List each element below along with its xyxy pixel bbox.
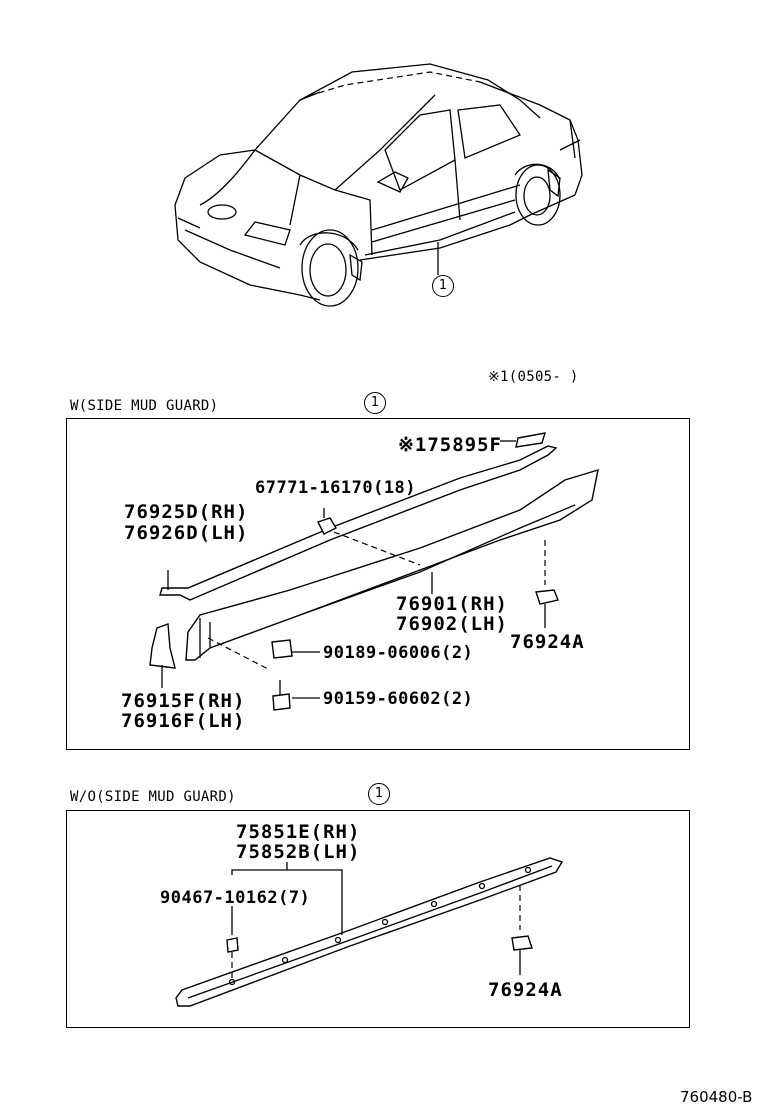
part-76925D: 76925D(RH) bbox=[124, 501, 249, 523]
figure-code: 760480-B bbox=[680, 1088, 753, 1106]
part-90159: 90159-60602(2) bbox=[323, 689, 474, 709]
rocker-moulding-wo bbox=[175, 857, 564, 1007]
nut-76924A bbox=[535, 589, 559, 605]
production-note: ※1(0505- ) bbox=[488, 369, 579, 385]
bolt-90159 bbox=[272, 693, 291, 711]
rocker-strip bbox=[159, 445, 558, 601]
rocker-moulding bbox=[185, 468, 599, 661]
part-76916F: 76916F(LH) bbox=[121, 710, 246, 732]
part-175895F: ※175895F bbox=[398, 434, 502, 456]
part-76915F: 76915F(RH) bbox=[121, 690, 246, 712]
part-67771: 67771-16170(18) bbox=[255, 478, 417, 498]
part-75851E: 75851E(RH) bbox=[236, 821, 361, 843]
mud-guard bbox=[149, 623, 176, 669]
overview-callout: 1 bbox=[432, 275, 454, 297]
screw-90189 bbox=[271, 639, 293, 659]
clip-67771 bbox=[317, 517, 337, 535]
part-76901: 76901(RH) bbox=[396, 593, 508, 615]
car-body bbox=[174, 63, 583, 307]
clip-90467 bbox=[226, 937, 239, 953]
part-76924A-wo: 76924A bbox=[488, 979, 563, 1001]
part-76902: 76902(LH) bbox=[396, 613, 508, 635]
section-with-callout: 1 bbox=[364, 392, 386, 414]
tape-part bbox=[515, 432, 546, 448]
section-without-frame bbox=[66, 810, 690, 1028]
part-90467: 90467-10162(7) bbox=[160, 888, 311, 908]
part-76926D: 76926D(LH) bbox=[124, 522, 249, 544]
section-without-title: W/O(SIDE MUD GUARD) bbox=[70, 789, 236, 805]
part-76924A-with: 76924A bbox=[510, 631, 585, 653]
section-without-callout: 1 bbox=[368, 783, 390, 805]
clip-holes bbox=[228, 866, 532, 986]
section-with-frame bbox=[66, 418, 690, 750]
section-with-title: W(SIDE MUD GUARD) bbox=[70, 398, 219, 414]
nut-76924A-wo bbox=[511, 935, 533, 951]
part-90189: 90189-06006(2) bbox=[323, 643, 474, 663]
part-75852B: 75852B(LH) bbox=[236, 841, 361, 863]
